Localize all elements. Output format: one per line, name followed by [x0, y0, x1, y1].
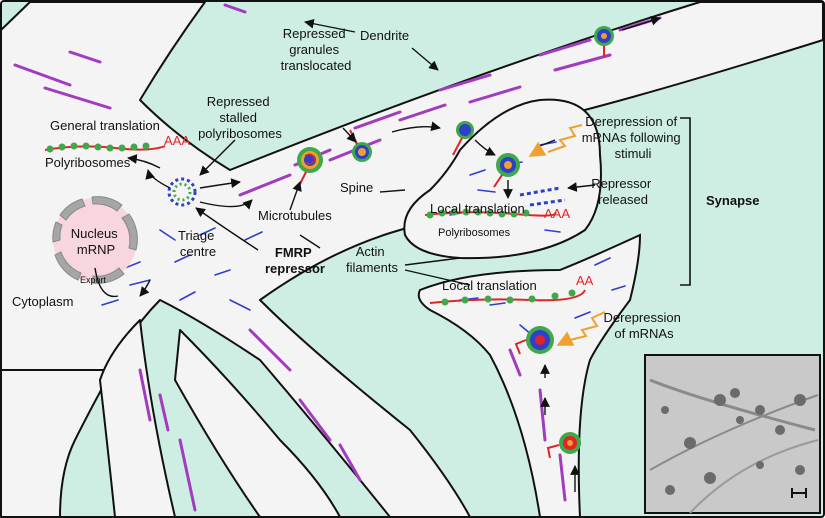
repressed-stalled-label: Repressed stalled polyribosomes: [198, 94, 282, 141]
general-polyribosome: [44, 142, 166, 153]
flow-arrows: [94, 15, 661, 492]
stimulus-bolts: [547, 124, 606, 341]
repressor-released-label: Repressor released: [591, 176, 655, 207]
polyribosomes-main-label: Polyribosomes: [45, 155, 131, 170]
lower-branch: [417, 233, 642, 518]
actin-filaments-label: Actin filaments: [346, 244, 399, 275]
cytoplasm-label: Cytoplasm: [12, 294, 73, 309]
spine-label: Spine: [340, 180, 373, 195]
local-translation-bottom-label: Local translation: [442, 278, 537, 293]
released-repressor: [519, 186, 566, 207]
export-label: Export: [80, 275, 107, 285]
general-translation-label: General translation: [50, 118, 160, 133]
local-translation-top-label: Local translation: [430, 201, 525, 216]
aaa-spine-label: AAA: [544, 206, 570, 221]
aaa-general-label: AAA: [164, 133, 190, 148]
triage-granule: [167, 177, 197, 207]
spine: [403, 98, 602, 260]
fmrp-repressor-label: FMRP repressor: [265, 245, 325, 276]
synapse-label: Synapse: [706, 193, 759, 208]
repressed-granules: [297, 26, 614, 459]
polyribosomes-spine-label: Polyribosomes: [438, 227, 511, 239]
derepression-mrnas-label: Derepression of mRNAs: [604, 310, 685, 341]
aa-bottom-label: AA: [576, 273, 594, 288]
nucleus-label: Nucleus mRNP: [71, 226, 122, 257]
repressed-granules-label: Repressed granules translocated: [281, 26, 352, 73]
lower-polyribosome: [429, 289, 586, 306]
spine-polyribosome: [424, 208, 557, 219]
nucleus: [52, 196, 138, 284]
stimulus-arrows: [528, 141, 575, 346]
dendrite-label: Dendrite: [360, 28, 409, 43]
triage-centre-label: Triage centre: [178, 228, 218, 259]
inset-micrograph: [644, 354, 821, 514]
derepression-stimuli-label: Derepression of mRNAs following stimuli: [582, 114, 685, 161]
synapse-bracket: [680, 117, 691, 286]
microtubules-label: Microtubules: [258, 208, 332, 223]
